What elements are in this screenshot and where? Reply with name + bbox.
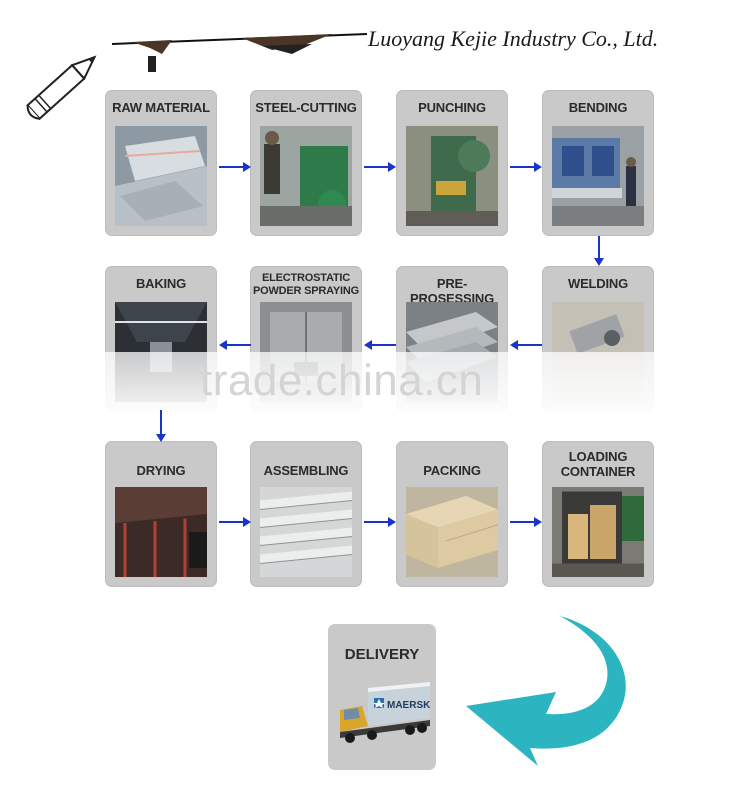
loading-container-photo — [552, 487, 644, 577]
step-label-line2: CONTAINER — [560, 464, 636, 479]
step-label: STEEL-CUTTING — [255, 100, 357, 115]
arrow-right-icon — [510, 517, 542, 527]
arrow-down-icon — [594, 236, 604, 266]
step-packing: PACKING — [396, 441, 508, 587]
bending-photo — [552, 126, 644, 226]
step-assembling: ASSEMBLING — [250, 441, 362, 587]
step-raw-material: RAW MATERIAL — [105, 90, 217, 236]
ribbon-decoration — [112, 33, 367, 72]
steel-cutting-photo — [260, 126, 352, 226]
watermark-text: trade.china.cn — [200, 356, 484, 405]
delivery-truck-icon: MAERSK — [340, 682, 431, 743]
step-label-line1: LOADING — [568, 449, 628, 464]
step-steel-cutting: STEEL-CUTTING — [250, 90, 362, 236]
step-label: DELIVERY — [344, 646, 420, 663]
step-punching: PUNCHING — [396, 90, 508, 236]
arrow-right-icon — [510, 162, 542, 172]
arrow-left-icon — [219, 340, 251, 350]
packing-photo — [406, 487, 498, 577]
step-label: PUNCHING — [418, 100, 486, 115]
step-label: BENDING — [568, 100, 628, 115]
arrow-right-icon — [219, 517, 251, 527]
curved-return-arrow-icon — [466, 616, 626, 766]
company-name: Luoyang Kejie Industry Co., Ltd. — [368, 26, 659, 51]
step-label: BAKING — [135, 276, 187, 291]
step-label: WELDING — [568, 276, 628, 291]
step-bending: BENDING — [542, 90, 654, 236]
drying-photo — [115, 487, 207, 577]
arrow-left-icon — [364, 340, 396, 350]
arrow-left-icon — [510, 340, 542, 350]
truck-brand-text: MAERSK — [387, 700, 431, 711]
step-label: ASSEMBLING — [263, 463, 349, 478]
step-label: RAW MATERIAL — [112, 100, 210, 115]
step-label-line1: ELECTROSTATIC — [261, 272, 351, 284]
punching-photo — [406, 126, 498, 226]
pencil-icon — [26, 55, 97, 121]
step-label: PACKING — [423, 463, 481, 478]
arrow-down-icon — [156, 410, 166, 442]
step-delivery: DELIVERY MAERSK — [328, 624, 436, 770]
assembling-photo — [260, 487, 352, 577]
step-label: DRYING — [136, 463, 186, 478]
arrow-right-icon — [219, 162, 251, 172]
step-drying: DRYING — [105, 441, 217, 587]
arrow-right-icon — [364, 517, 396, 527]
watermark-band — [100, 352, 660, 412]
raw-material-photo — [115, 126, 207, 226]
arrow-right-icon — [364, 162, 396, 172]
step-label-line2: POWDER SPRAYING — [252, 285, 359, 297]
